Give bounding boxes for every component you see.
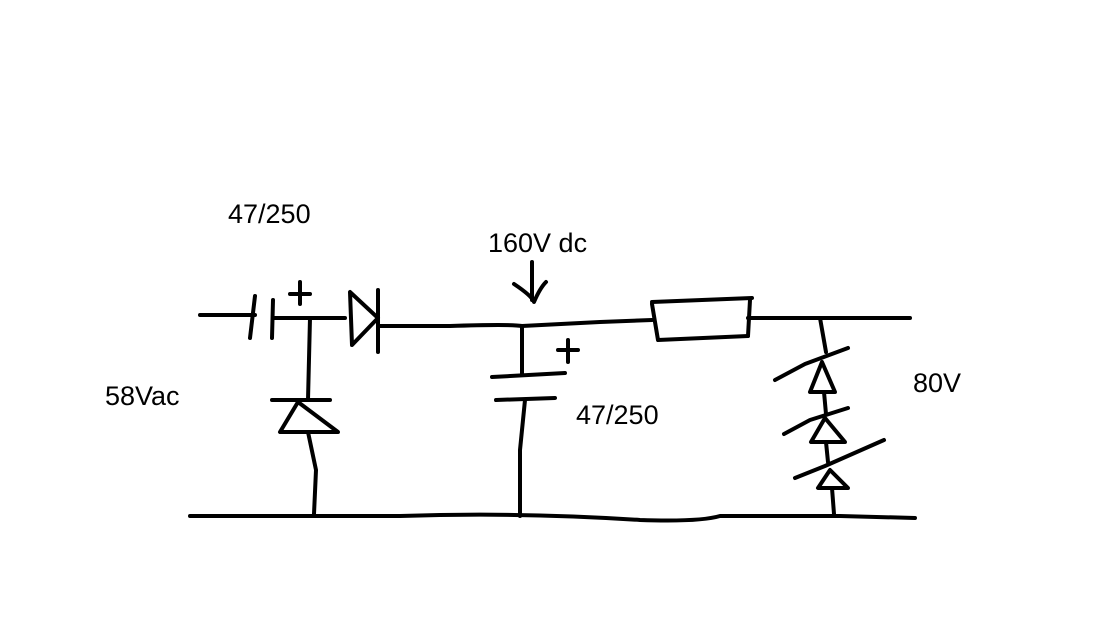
input-capacitor [248,280,347,340]
output-voltage-label: 80V [913,368,962,398]
rectifier-diode [348,288,380,354]
filter-capacitor [490,324,580,518]
ac-input-label: 58Vac [105,381,180,411]
shunt-diode [270,316,340,516]
top-wire [376,318,654,328]
filter-capacitor-plus-sign [556,338,580,364]
resistor [650,296,912,342]
input-capacitor-value: 47/250 [228,199,311,229]
filter-capacitor-value: 47/250 [576,400,659,430]
input-capacitor-plus-sign [288,280,312,306]
zener-diode-stack [773,316,886,516]
dc-voltage-label: 160V dc [488,228,588,258]
bottom-wire [188,512,917,523]
dc-voltage-arrow [512,260,548,304]
